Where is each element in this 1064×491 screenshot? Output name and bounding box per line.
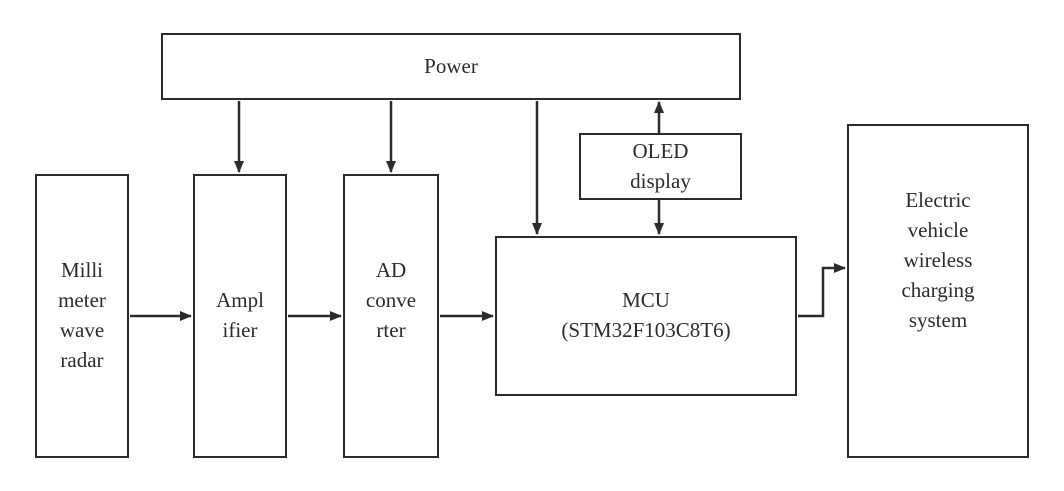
- oled-display-label-line: display: [630, 168, 691, 193]
- power-label-line: Power: [424, 53, 478, 78]
- ad-converter-block: AD conve rter: [343, 174, 439, 458]
- power-label: Power: [424, 52, 478, 82]
- radar-label-line: Milli: [60, 258, 103, 283]
- radar-label-line: wave: [59, 318, 105, 342]
- radar-label-line: radar: [60, 347, 104, 372]
- power-block: Power: [161, 33, 741, 100]
- ad-converter-label-line: conve: [365, 288, 417, 313]
- ev-label-line: Electric: [905, 188, 971, 213]
- radar-label-line: meter: [58, 288, 106, 313]
- ev-label-line: vehicle: [907, 218, 969, 243]
- oled-display-block: OLED display: [579, 133, 742, 200]
- ev-label-line: wireless: [903, 248, 973, 273]
- ad-converter-label: AD conve rter: [366, 256, 416, 345]
- amplifier-label-line: ifier: [222, 318, 258, 342]
- mcu-to-ev-arrow: [798, 263, 846, 318]
- amplifier-block: Ampl ifier: [193, 174, 287, 458]
- ad-converter-label-line: rter: [376, 317, 406, 342]
- millimeter-wave-radar-label: Milli meter wave radar: [58, 256, 106, 375]
- oled-display-label-line: OLED: [632, 138, 689, 163]
- amplifier-label: Ampl ifier: [216, 286, 264, 346]
- ev-label-line: system: [908, 307, 968, 332]
- millimeter-wave-radar-block: Milli meter wave radar: [35, 174, 129, 458]
- mcu-label: MCU (STM32F103C8T6): [561, 286, 730, 346]
- mcu-label-line: MCU: [622, 288, 670, 313]
- mcu-label-line: (STM32F103C8T6): [561, 318, 731, 342]
- ev-label-line: charging: [901, 277, 975, 302]
- ev-wireless-charging-block: Electric vehicle wireless charging syste…: [847, 124, 1029, 458]
- oled-display-label: OLED display: [630, 137, 691, 197]
- mcu-block: MCU (STM32F103C8T6): [495, 236, 797, 396]
- amplifier-label-line: Ampl: [216, 288, 264, 313]
- ev-wireless-charging-label: Electric vehicle wireless charging syste…: [901, 186, 974, 335]
- ad-converter-label-line: AD: [375, 258, 407, 283]
